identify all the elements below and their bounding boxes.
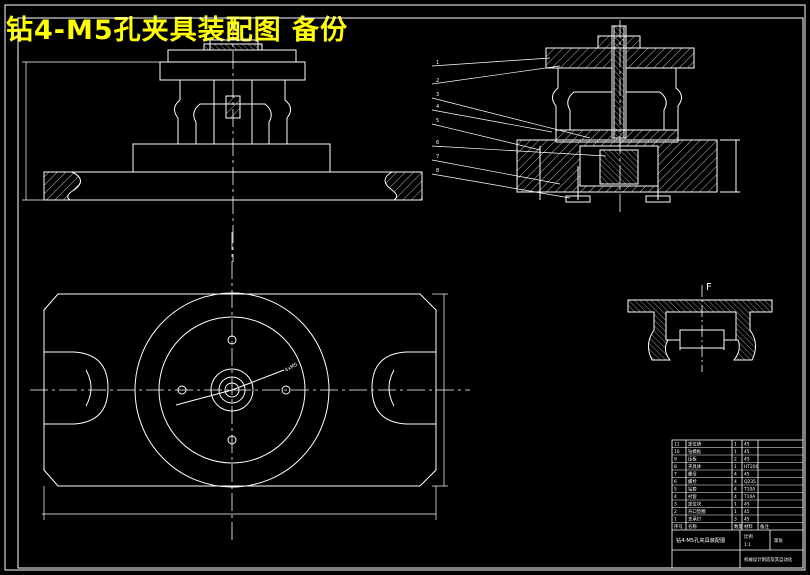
leader-label: 6 (436, 140, 439, 146)
drawing-frame (4, 4, 806, 571)
title-block-cell: 衬套 (688, 493, 697, 500)
title-block-cell: 1 (734, 509, 737, 515)
leader-label: 3 (436, 92, 439, 98)
leader-label: 7 (436, 154, 439, 160)
title-block-school: 机械设计制造及其自动化 (744, 556, 793, 563)
plan-hole-label: 4xM5 (284, 362, 299, 374)
leader-label: 1 (436, 60, 439, 66)
title-block-cell: 1 (734, 464, 737, 470)
title-block-cell: 45 (744, 442, 750, 448)
title-block-cell: 1 (734, 442, 737, 448)
title-block-cell: 钻套 (688, 486, 697, 493)
title-block-cell: 45 (744, 457, 750, 463)
section-view (516, 25, 740, 203)
title-block-cell: 8 (674, 464, 677, 470)
title-block-cell: 材料 (744, 523, 753, 530)
title-block-cell: 4 (734, 494, 737, 500)
title-block-cell: 1 (734, 449, 737, 455)
title-block-cell: 7 (674, 472, 677, 478)
title-block-cell: 45 (744, 472, 750, 478)
title-block-cell: 定位块 (688, 501, 702, 508)
title-block-cell: 5 (674, 487, 677, 493)
leader-label: 4 (436, 104, 439, 110)
title-block-rows (672, 447, 803, 523)
title-block-cell: 备注 (760, 523, 769, 530)
title-block-cell: 夹具体 (688, 463, 702, 470)
title-block-cell: 序号 (674, 523, 683, 530)
title-block-cell: 数量 (734, 523, 743, 530)
title-block-cell: 10 (674, 449, 680, 455)
title-block-cell: 开口垫圈 (688, 508, 706, 515)
part-number-labels: 1 2 3 4 5 6 7 8 (436, 60, 439, 174)
title-block-cell: T10A (743, 494, 755, 500)
title-block-cell: 45 (744, 517, 750, 523)
title-block-cell: 2 (674, 509, 677, 515)
title-block-cell: 1 (674, 517, 677, 523)
title-block-cell: 4 (734, 479, 737, 485)
leader-label: 2 (436, 78, 439, 84)
title-block-cell: HT200 (744, 464, 759, 470)
inner-frame (17, 17, 804, 569)
title-block-cell: 钻模板 (688, 448, 702, 455)
title-block-cell: 定位销 (688, 441, 702, 448)
leader-label: 8 (436, 168, 439, 174)
plan-view (42, 292, 448, 520)
title-block-cell: 2 (734, 457, 737, 463)
title-block-sheet: 第张 (774, 537, 783, 544)
title-block-cell: 3 (734, 517, 737, 523)
title-block-scale-label: 比例 (744, 533, 753, 540)
title-block-cell: T10A (743, 487, 755, 493)
title-block-cell: 支承钉 (688, 516, 702, 523)
title-block-scale: 1:1 (744, 542, 751, 548)
part-view-label: F (706, 282, 712, 293)
title-block-cell: 9 (674, 457, 677, 463)
title-block-cell: 3 (674, 502, 677, 508)
title-block-cell: 压板 (688, 456, 697, 463)
title-block-cell: 45 (744, 502, 750, 508)
title-block-cell: 6 (674, 479, 677, 485)
title-block-cell: 4 (734, 487, 737, 493)
title-block-cell: 11 (674, 442, 680, 448)
front-view (43, 39, 423, 201)
drawing-title: 钻4-M5孔夹具装配图 备份 (6, 15, 349, 46)
title-block-cell: 名称 (688, 523, 697, 530)
title-block-drawing-name: 钻4-M5孔夹具装配图 (676, 536, 725, 544)
part-view (627, 299, 773, 361)
title-block-cell: 1 (734, 502, 737, 508)
title-block-cell: 45 (744, 509, 750, 515)
title-block-cell: 4 (734, 472, 737, 478)
title-block-cell: Q235 (744, 479, 756, 485)
title-block-cell: 4 (674, 494, 677, 500)
leader-lines (431, 57, 607, 199)
title-block-cell: 45 (744, 449, 750, 455)
leader-label: 5 (436, 118, 439, 124)
front-dimension (22, 61, 160, 201)
title-block-cell: 螺母 (688, 471, 697, 478)
title-block-cell: 螺栓 (688, 478, 697, 485)
